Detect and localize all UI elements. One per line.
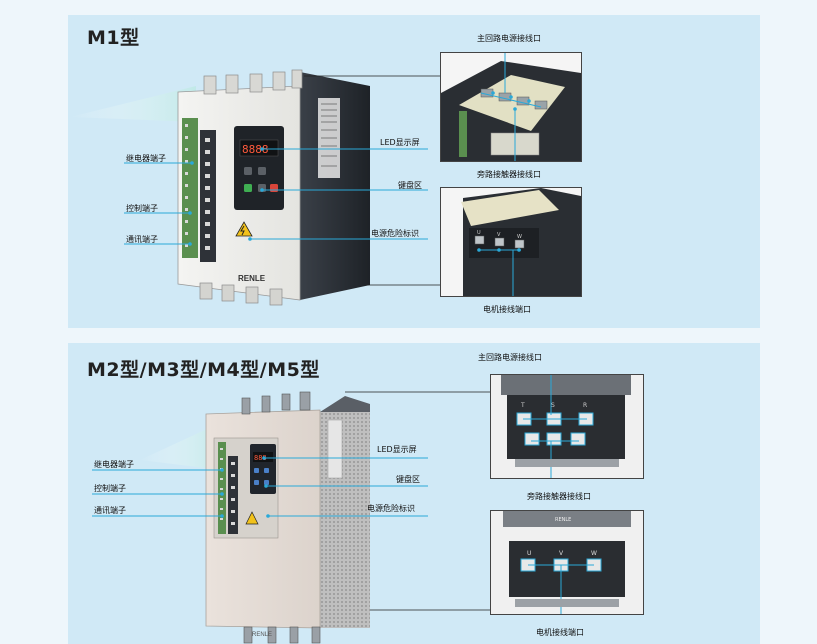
m1-side-panel [300,72,370,300]
m2-danger-sign [245,511,259,525]
m1-label-bypass-port: 旁路接触器接线口 [477,170,541,179]
svg-text:W: W [517,234,522,240]
m2-label-motor-port: 电机接线端口 [536,628,584,637]
m2-top-term-r: R [583,402,587,409]
m2-motor-term-w: W [591,550,597,557]
m1-terminal-strip [182,118,198,258]
m2-motor-term-v: V [559,550,564,557]
m2-label-comm: 通讯端子 [94,506,126,515]
m1-label-motor-port: 电机接线端口 [483,305,531,314]
m2-top-term-t: T [520,402,525,409]
m1-light-beam [70,86,196,122]
m1-top-detail-svg [441,53,581,161]
m2-leader-lines [92,457,428,517]
m2-side-label [327,419,343,479]
m2-bottom-terminals [243,626,321,644]
m2-label-main-port: 主回路电源接线口 [478,353,542,362]
m1-bottom-detail-photo: U V W [440,187,582,297]
m2-callout-lines [345,391,492,611]
m1-label-relay: 继电器端子 [126,154,166,163]
m1-label-comm: 通讯端子 [126,235,158,244]
m1-callout-lines [304,75,440,286]
m2-bottom-detail-photo: RENLE U V W [490,510,644,615]
m2-label-led: LED显示屏 [377,445,417,454]
m2-terminal-block [228,456,238,534]
m1-label-control: 控制端子 [126,204,158,213]
m2-side-panel [320,412,370,628]
m1-bottom-detail-svg: U V W [461,188,581,296]
m2-label-danger: 电源危险标识 [367,504,415,513]
m1-led-digits: 8888 [242,143,269,156]
m2-top-term-s: S [551,402,555,409]
svg-text:V: V [497,232,501,238]
m2-bottom-detail-svg: RENLE U V W [503,511,631,614]
m2-motor-term-u: U [527,550,531,557]
m1-led-display [239,139,279,157]
m1-brand: RENLE [238,274,266,283]
m2-label-relay: 继电器端子 [94,460,134,469]
m2-detail-brand: RENLE [555,517,571,523]
m2-light-beam [140,422,222,470]
m2-top-detail-photo: T S R [490,374,644,479]
m2-led-digits: 888 [254,454,267,462]
m2-label-bypass-port: 旁路接触器接线口 [527,492,591,501]
m2-keypad [254,468,269,485]
m1-title: M1型 [87,27,140,49]
m2-title: M2型/M3型/M4型/M5型 [87,359,320,381]
m1-leader-lines [124,148,428,245]
m1-bottom-terminals [199,282,283,306]
m2-top-terminals [241,391,311,415]
m2-top-heatsink [320,396,370,412]
m1-danger-sign [235,221,253,237]
m1-label-danger: 电源危险标识 [371,229,419,238]
m2-top-detail-svg: T S R [501,375,631,478]
m1-label-led: LED显示屏 [380,138,420,147]
m1-terminal-block [200,130,216,262]
m2-label-keypad: 键盘区 [396,475,420,484]
m1-top-terminals [203,69,303,95]
m1-label-main-port: 主回路电源接线口 [477,34,541,43]
m1-top-detail-photo [440,52,582,162]
m2-label-control: 控制端子 [94,484,126,493]
m1-label-keypad: 键盘区 [398,181,422,190]
m2-brand-bottom: RENLE [252,632,272,638]
svg-text:U: U [477,230,481,236]
